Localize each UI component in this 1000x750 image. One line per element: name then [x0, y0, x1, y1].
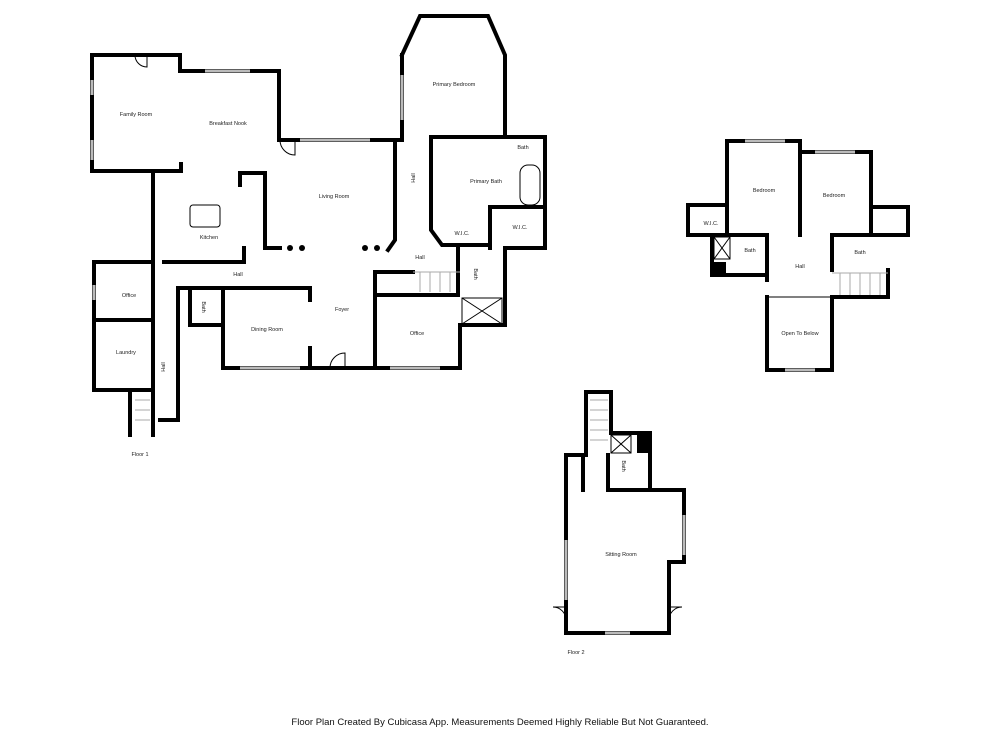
bathtub-icon [519, 164, 541, 206]
room-label-bath: Bath [472, 268, 478, 279]
room-label-hall: Hall [233, 272, 242, 278]
room-label-breakfast-nook: Breakfast Nook [209, 121, 247, 127]
footer-disclaimer: Floor Plan Created By Cubicasa App. Meas… [291, 717, 709, 728]
room-label-dining-room: Dining Room [251, 327, 283, 333]
column-icon [299, 245, 305, 251]
room-label-primary-bedroom: Primary Bedroom [433, 82, 476, 88]
room-label-bedroom: Bedroom [753, 188, 776, 194]
room-label-bath: Bath [854, 250, 865, 256]
column-icon [362, 245, 368, 251]
room-label-kitchen: Kitchen [200, 235, 218, 241]
room-label-wic: W.I.C. [704, 221, 719, 227]
room-label-laundry: Laundry [116, 350, 136, 356]
floor1-fixtures [134, 54, 541, 421]
room-label-open-to-below: Open To Below [781, 331, 818, 337]
room-label-hall: Hall [161, 362, 167, 371]
room-label-primary-bath: Primary Bath [470, 179, 502, 185]
room-label-wic: W.I.C. [513, 225, 528, 231]
floor-label: Floor 2 [567, 650, 584, 656]
room-label-wic: W.I.C. [455, 231, 470, 237]
room-label-bath: Bath [744, 248, 755, 254]
room-label-office: Office [410, 331, 424, 337]
room-label-bedroom: Bedroom [823, 193, 846, 199]
room-label-family-room: Family Room [120, 112, 153, 118]
floor1-walls [90, 14, 547, 437]
floor1-windows [90, 69, 440, 370]
room-label-office: Office [122, 293, 136, 299]
room-label-foyer: Foyer [335, 307, 349, 313]
room-label-sitting-room: Sitting Room [605, 552, 637, 558]
room-label-hall: Hall [415, 255, 424, 261]
floor2-upper-walls [686, 139, 910, 372]
floor2-lower-walls [552, 390, 686, 635]
room-label-hall: Hall [795, 264, 804, 270]
column-icon [287, 245, 293, 251]
kitchen-island [189, 204, 221, 228]
room-label-bath: Bath [517, 145, 528, 151]
column-icon [374, 245, 380, 251]
shower-icon [461, 297, 503, 325]
room-label-hall: Hall [411, 173, 417, 182]
room-label-bath: Bath [620, 460, 626, 471]
room-label-living-room: Living Room [319, 194, 350, 200]
room-labels: Family Room Breakfast Nook Kitchen Livin… [116, 82, 866, 656]
room-label-bath: Bath [200, 301, 206, 312]
floor-label: Floor 1 [131, 452, 148, 458]
